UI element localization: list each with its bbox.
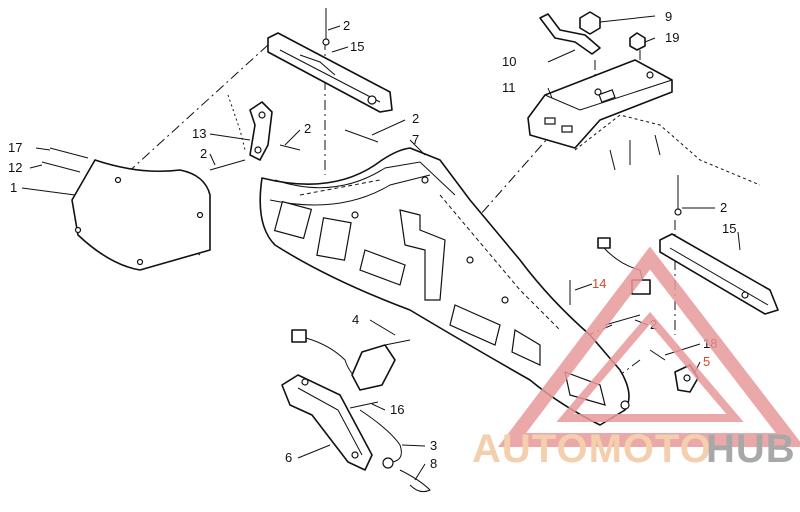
part-11-bracket-plate: [527, 59, 761, 186]
part-9-19-10-hardware: [539, 11, 646, 55]
callout-2-top: 2: [343, 18, 350, 33]
callout-7: 7: [412, 132, 419, 147]
callout-8: 8: [430, 456, 437, 471]
watermark-triangle-inner: [556, 311, 744, 422]
callout-3: 3: [430, 438, 437, 453]
watermark: AUTOMOTO HUB: [472, 246, 800, 471]
callout-2-mid: 2: [304, 121, 311, 136]
callout-4: 4: [352, 312, 359, 327]
callout-13: 13: [192, 126, 206, 141]
callout-1: 1: [10, 180, 17, 195]
part-1-side-panel: [41, 147, 211, 271]
callout-15-top: 15: [350, 39, 364, 54]
part-13-bracket: [209, 94, 301, 171]
callout-16: 16: [390, 402, 404, 417]
leader-lines: [21, 15, 741, 481]
callout-14: 14: [592, 276, 606, 291]
watermark-triangle-outer: [497, 246, 800, 447]
watermark-text-hub: HUB: [706, 427, 796, 471]
callout-17: 17: [8, 140, 22, 155]
part-16-3-8-cable: [349, 401, 431, 493]
callout-10: 10: [502, 54, 516, 69]
callout-9: 9: [665, 9, 672, 24]
callout-2-right: 2: [720, 200, 727, 215]
callout-11: 11: [502, 80, 516, 95]
callout-2-left: 2: [200, 146, 207, 161]
part-7-main-plate: [259, 129, 630, 426]
callout-19: 19: [665, 30, 679, 45]
watermark-text-automoto: AUTOMOTO: [472, 427, 712, 471]
part-15-top-bracket: [267, 8, 393, 113]
callout-12: 12: [8, 160, 22, 175]
part-6-lower-bracket: [281, 374, 373, 471]
part-4-module: [291, 329, 411, 391]
callout-15-right: 15: [722, 221, 736, 236]
callout-2-center: 2: [412, 111, 419, 126]
callout-6: 6: [285, 450, 292, 465]
part-15-right-bracket: [659, 175, 779, 315]
callout-5: 5: [703, 354, 710, 369]
